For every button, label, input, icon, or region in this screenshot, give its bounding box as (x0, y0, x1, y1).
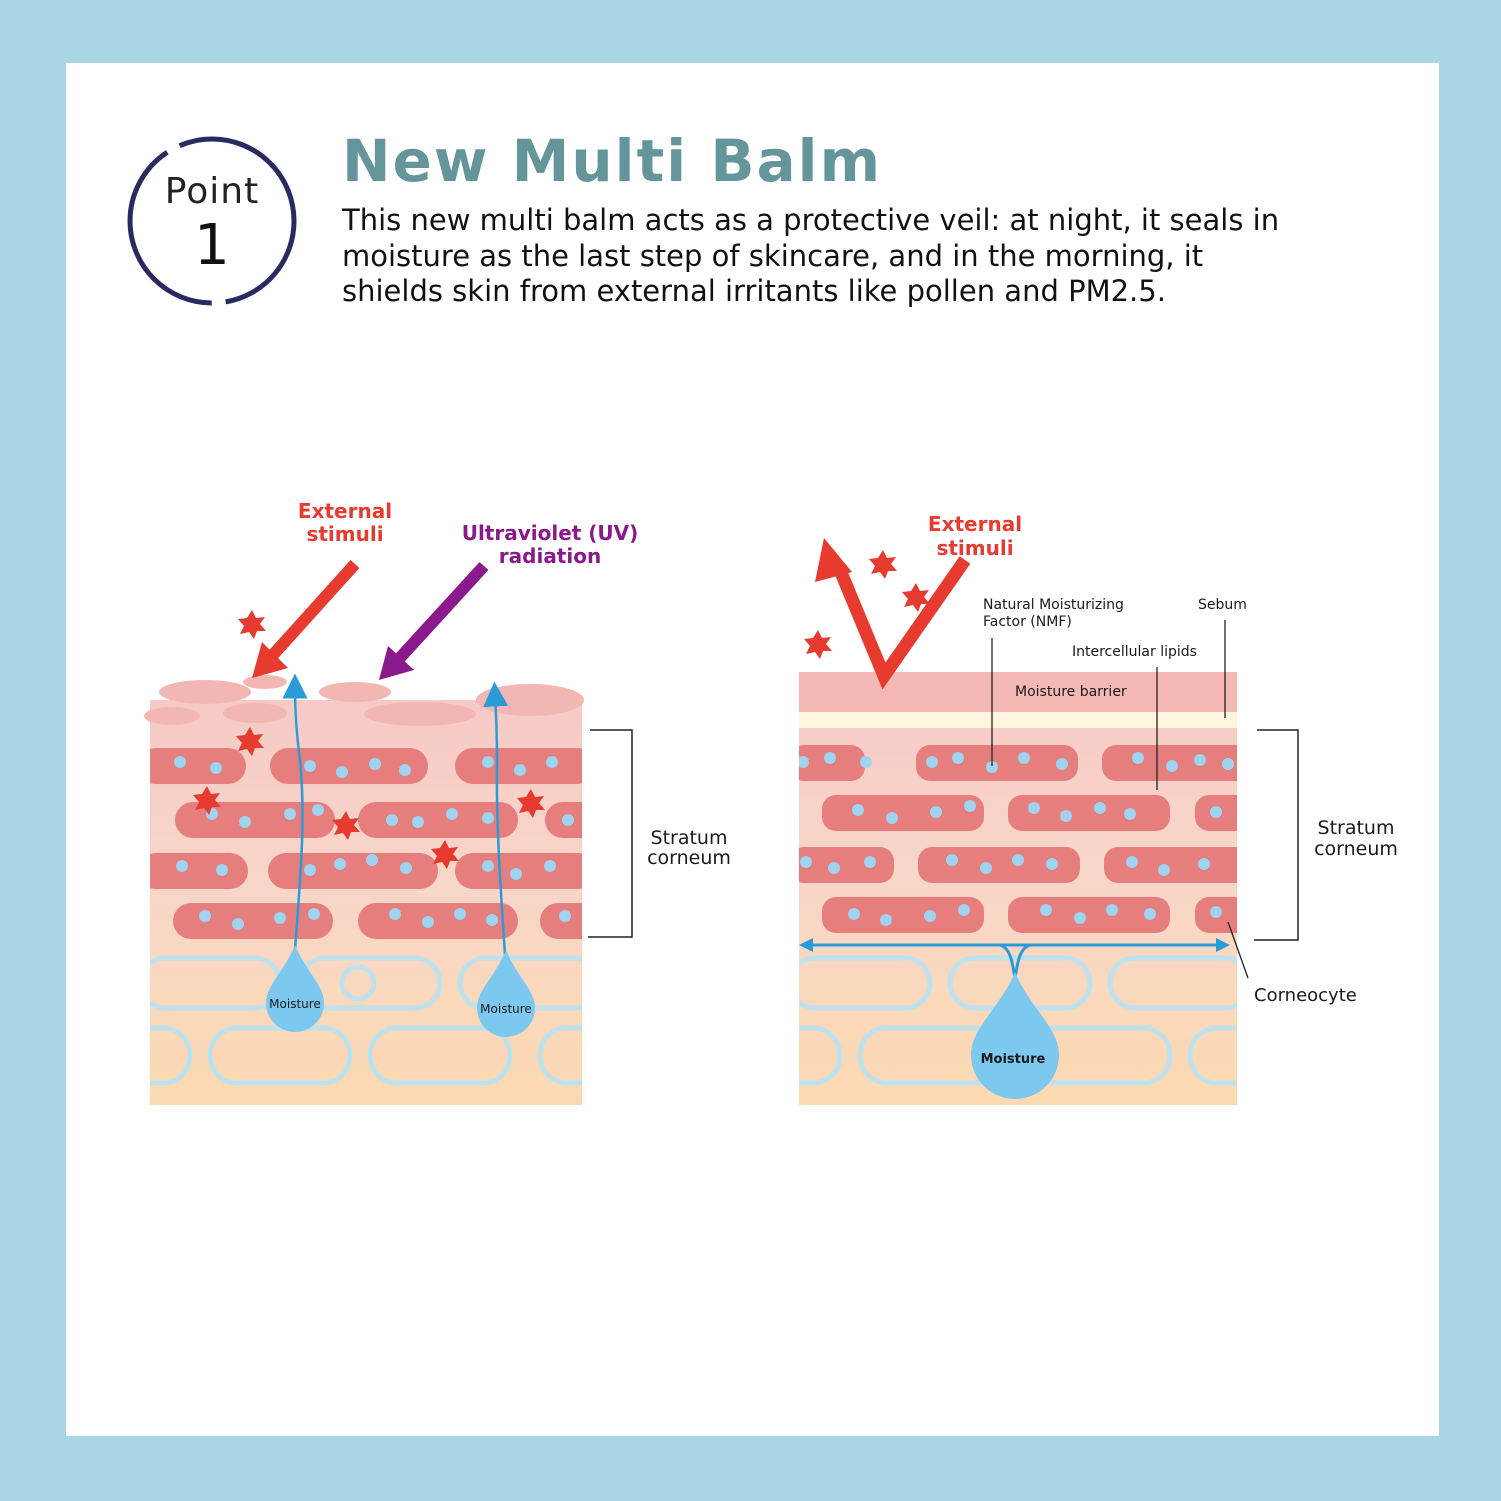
right-corneocytes (799, 745, 1237, 933)
moisture-barrier-layer (799, 672, 1237, 712)
nmf-label-1: Natural Moisturizing (983, 597, 1124, 613)
badge-ring (127, 136, 297, 306)
moisture-barrier-label: Moisture barrier (1015, 684, 1127, 700)
intercellular-lipids-label: Intercellular lipids (1072, 644, 1197, 660)
right-stratum-label-1: Stratum (1318, 817, 1395, 839)
right-stimuli-deflect-arrow (815, 538, 971, 690)
right-irritant-particles (804, 550, 930, 659)
irritant-star (804, 630, 832, 659)
right-external-stimuli-label-2: stimuli (936, 536, 1013, 560)
uv-label-2: radiation (499, 544, 601, 568)
left-corneocytes (150, 748, 582, 939)
point-badge: Point 1 (124, 133, 300, 309)
left-moisture-drop-2 (477, 950, 535, 1037)
right-moisture-label: Moisture (981, 1052, 1046, 1067)
healthy-skin-diagram: Moisture External stimuli Natural Moistu… (799, 512, 1398, 1105)
nmf-label-2: Factor (NMF) (983, 614, 1072, 630)
left-external-stimuli-label-2: stimuli (306, 522, 383, 546)
badge-word: Point (164, 171, 260, 212)
corneocyte-label: Corneocyte (1254, 985, 1357, 1006)
irritant-star (902, 583, 930, 612)
badge-number: 1 (194, 213, 230, 278)
right-stratum-bracket (1254, 729, 1299, 941)
damaged-skin-diagram: Moisture Moisture External stimuli Ultra… (144, 499, 731, 1105)
left-stratum-bracket (588, 729, 633, 938)
irritant-star (332, 811, 360, 840)
sebum-layer (799, 712, 1237, 728)
left-flaking-surface (144, 675, 584, 726)
uv-label-1: Ultraviolet (UV) (462, 521, 639, 545)
left-moisture-paths (282, 673, 509, 956)
left-stratum-label-1: Stratum (651, 827, 728, 849)
irritant-star (869, 550, 897, 579)
irritant-star (236, 727, 264, 756)
irritant-star (517, 789, 545, 818)
right-external-stimuli-label-1: External (928, 512, 1022, 536)
left-external-stimuli-label-1: External (298, 499, 392, 523)
left-moisture-drop-1 (266, 945, 324, 1032)
irritant-star (431, 840, 459, 869)
right-lower-cells (799, 955, 1237, 1086)
irritant-star (193, 786, 221, 815)
page-title: New Multi Balm (342, 127, 883, 195)
right-leader-lines (991, 620, 1249, 979)
uv-arrow (379, 561, 489, 680)
left-moisture-label-2: Moisture (480, 1002, 532, 1016)
left-moisture-label-1: Moisture (269, 997, 321, 1011)
right-stratum-label-2: corneum (1314, 838, 1398, 860)
sebum-label: Sebum (1198, 597, 1247, 613)
left-stratum-label-2: corneum (647, 847, 731, 869)
right-moisture-drop (971, 972, 1059, 1099)
irritant-star (238, 610, 266, 639)
page-description: This new multi balm acts as a protective… (342, 203, 1280, 308)
left-stimuli-arrow (252, 559, 360, 678)
left-irritant-particles (193, 610, 545, 869)
